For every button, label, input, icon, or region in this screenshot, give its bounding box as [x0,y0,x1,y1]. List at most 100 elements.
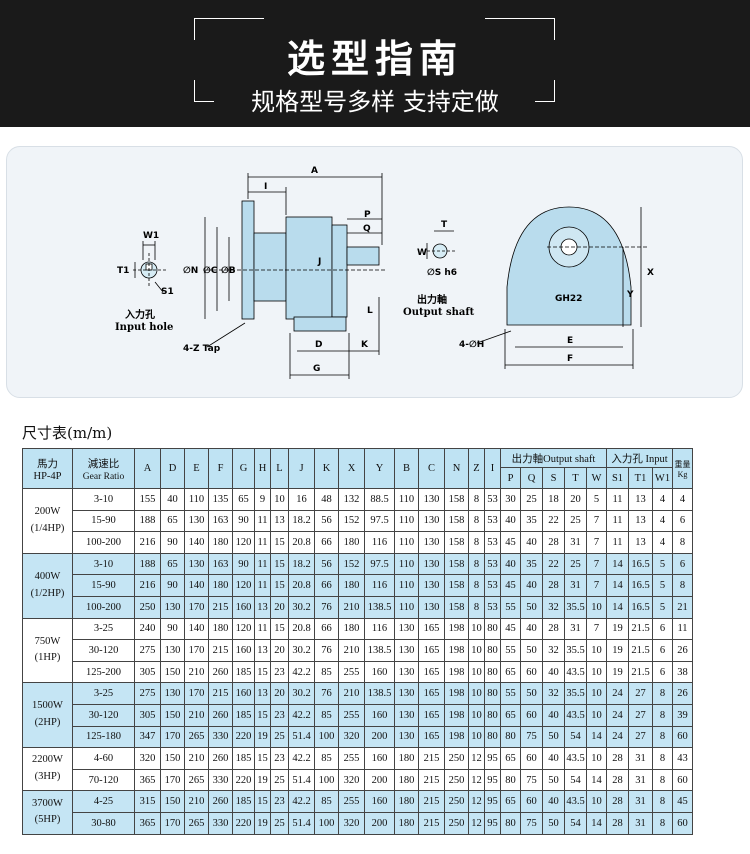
table-cell: 65 [500,747,521,770]
table-cell: 30-80 [72,811,135,835]
table-cell: 19 [606,639,629,662]
table-cell: 53 [484,509,501,533]
table-cell: 130 [418,509,445,533]
label-W1: W1 [143,231,159,241]
table-cell: 56 [314,552,339,576]
table-cell: 138.5 [364,639,395,662]
table-cell: 39 [672,703,693,727]
header-col-J: J [288,448,315,489]
table-cell: 55 [500,595,521,619]
table-cell: 155 [134,488,161,511]
table-cell: 56 [314,509,339,533]
table-cell: 80 [500,725,521,749]
table-cell: 40 [542,703,565,727]
header-power-en: HP-4P [33,470,62,482]
table-caption: 尺寸表(m/m) [22,424,113,442]
table-cell: 11 [606,531,629,554]
table-cell: 10 [468,617,485,641]
table-cell: 30 [500,488,521,511]
table-cell: 40 [542,747,565,770]
header-input: 入力孔 Input [606,448,673,468]
header-col-A: A [134,448,161,489]
table-cell: 110 [394,531,419,554]
table-cell: 31 [628,768,653,792]
table-cell: 8 [468,595,485,619]
label-Y: Y [626,290,634,300]
table-cell: 8 [652,790,673,813]
table-cell: 21.5 [628,617,653,641]
table-cell: 13 [254,682,271,705]
table-cell: 198 [444,725,469,749]
table-cell: 28 [542,574,565,597]
table-cell: 5 [586,488,607,511]
table-cell: 180 [394,811,419,835]
table-cell: 28 [606,790,629,813]
table-cell: 165 [418,725,445,749]
table-cell: 25 [270,811,289,835]
power-value: 200W [34,506,61,518]
header-col-Z: Z [468,448,485,489]
table-cell: 43 [672,747,693,770]
table-cell: 43.5 [564,747,587,770]
table-cell: 215 [208,595,233,619]
table-cell: 13 [628,531,653,554]
label-W: W [417,248,427,258]
table-cell: 50 [520,682,543,705]
table-cell: 100 [314,768,339,792]
table-cell: 18.2 [288,509,315,533]
table-cell: 260 [208,747,233,770]
table-cell: 75 [520,725,543,749]
header-col-N: N [444,448,469,489]
table-cell: 180 [394,790,419,813]
table-cell: 200 [364,811,395,835]
table-cell: 188 [134,509,161,533]
table-cell: 42.2 [288,660,315,684]
table-cell: 19 [254,725,271,749]
table-cell: 158 [444,595,469,619]
table-cell: 8 [468,509,485,533]
table-cell: 13 [254,639,271,662]
table-cell: 8 [672,531,693,554]
table-cell: 20 [270,639,289,662]
table-cell: 16.5 [628,595,653,619]
table-cell: 50 [520,595,543,619]
table-cell: 220 [232,725,255,749]
header-ratio-en: Gear Ratio [82,471,125,482]
table-cell: 10 [586,639,607,662]
table-cell: 210 [338,595,365,619]
power-hp: (1/4HP) [30,522,65,534]
table-cell: 80 [500,768,521,792]
power-value: 400W [34,570,61,582]
table-cell: 5 [652,552,673,576]
table-cell: 116 [364,574,395,597]
table-cell: 150 [160,747,185,770]
table-cell: 30.2 [288,639,315,662]
table-cell: 21.5 [628,639,653,662]
table-cell: 10 [468,639,485,662]
table-cell: 140 [184,574,209,597]
table-cell: 80 [500,811,521,835]
bracket-bottom-left [194,80,214,102]
table-cell: 35 [520,509,543,533]
table-cell: 80 [484,617,501,641]
table-cell: 13 [270,509,289,533]
table-cell: 255 [338,703,365,727]
table-cell: 35.5 [564,682,587,705]
table-cell: 43.5 [564,660,587,684]
table-cell: 25 [270,725,289,749]
table-cell: 180 [208,617,233,641]
header-col-W1: W1 [652,467,673,489]
power-cell: 400W(1/2HP) [22,552,73,619]
table-cell: 66 [314,531,339,554]
table-cell: 11 [254,552,271,576]
table-cell: 158 [444,574,469,597]
table-cell: 22 [542,552,565,576]
table-cell: 20 [270,682,289,705]
table-cell: 40 [542,660,565,684]
header-col-W: W [586,467,607,489]
table-cell: 95 [484,747,501,770]
table-cell: 130 [160,639,185,662]
